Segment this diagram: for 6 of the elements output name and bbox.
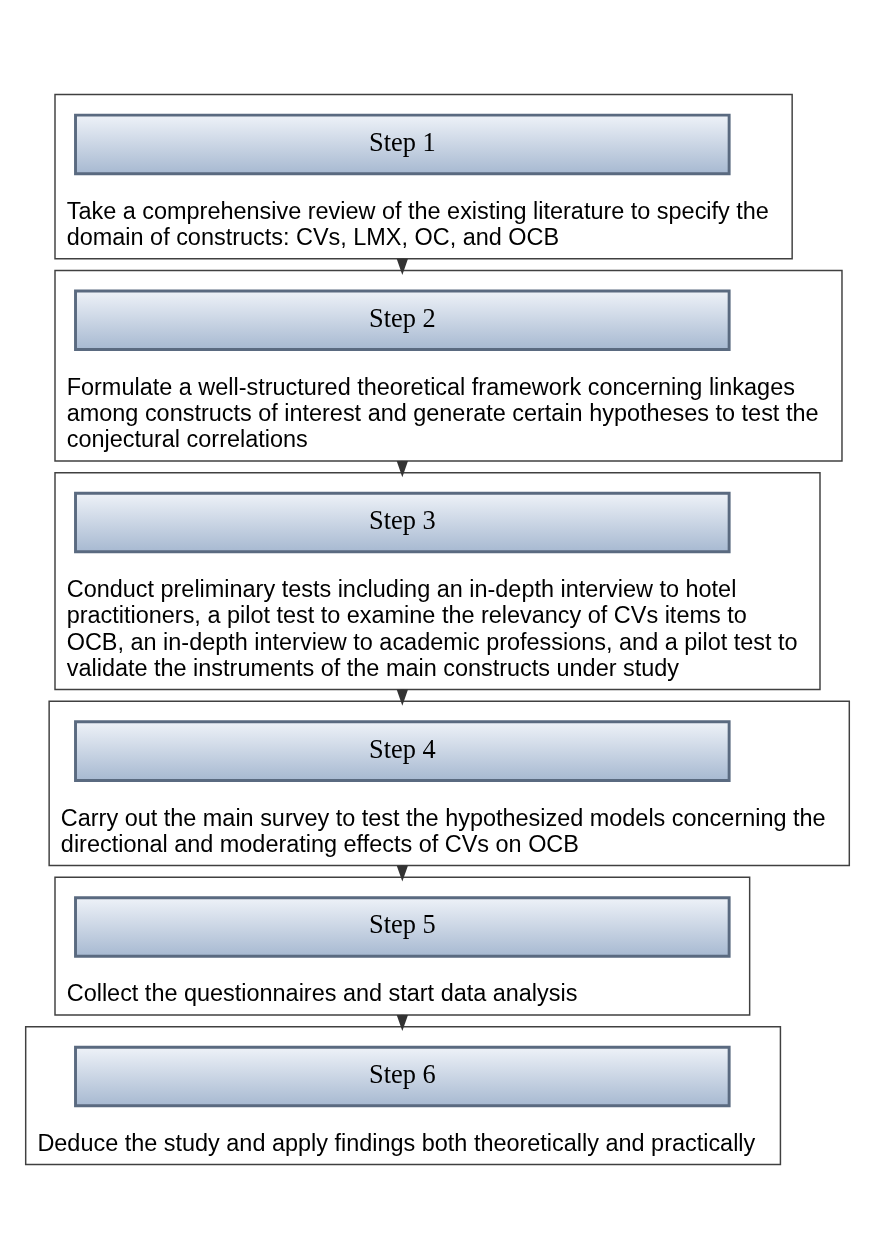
- node-box: Step 3: [74, 491, 731, 553]
- node-box: Step 2: [74, 289, 731, 351]
- node-box: Step 4: [74, 719, 731, 782]
- node-box: Step 1: [74, 113, 731, 175]
- node-box: Step 5: [74, 895, 731, 958]
- node-box: Step 6: [74, 1045, 731, 1107]
